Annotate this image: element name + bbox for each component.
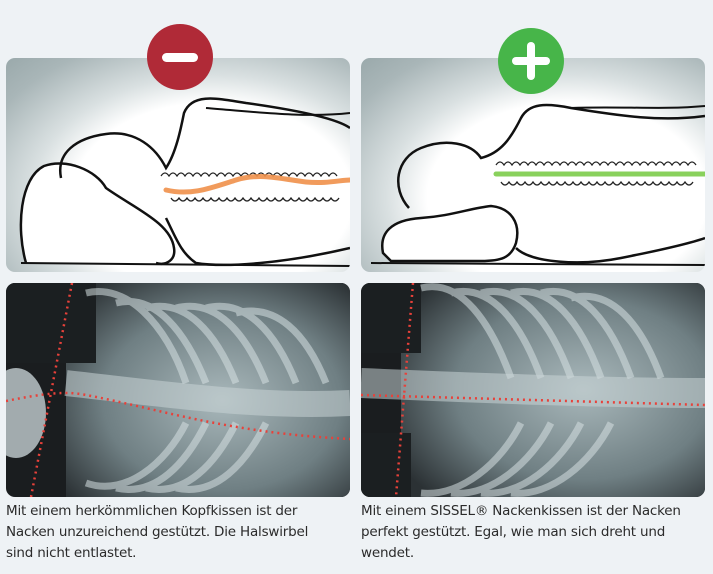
- plus-icon: [512, 42, 550, 80]
- positive-badge: [498, 28, 564, 94]
- chest-xray-misaligned: [6, 283, 350, 497]
- minus-icon: [162, 53, 198, 62]
- negative-badge: [147, 24, 213, 90]
- right-xray-panel: [361, 283, 705, 497]
- chest-xray-aligned: [361, 283, 705, 497]
- left-caption: Mit einem herkömmlichen Kopfkissen ist d…: [6, 503, 309, 561]
- neck-pillow-illustration: [370, 103, 705, 266]
- conventional-pillow-illustration: [19, 97, 350, 267]
- right-caption: Mit einem SISSEL® Nackenkissen ist der N…: [361, 503, 681, 561]
- left-xray-panel: [6, 283, 350, 497]
- left-illustration-panel: [6, 58, 350, 272]
